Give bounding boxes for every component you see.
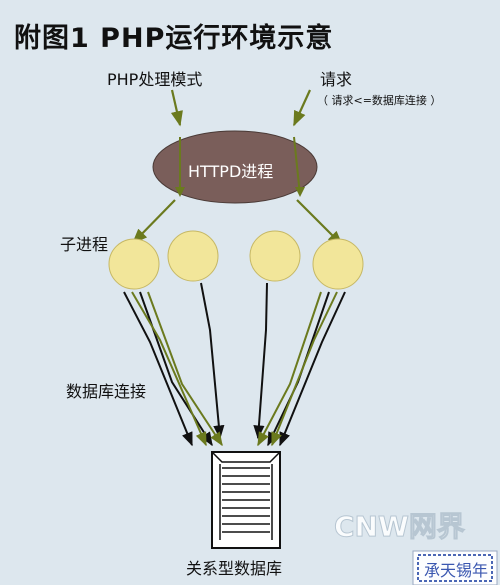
child-process-3 bbox=[249, 230, 301, 282]
php-mode-label: PHP处理模式 bbox=[107, 70, 203, 89]
req-4a bbox=[257, 291, 322, 447]
conn-4a bbox=[267, 291, 330, 447]
child-process-label: 子进程 bbox=[60, 235, 109, 254]
request-through-line bbox=[293, 136, 301, 196]
child-process-1 bbox=[108, 238, 160, 290]
svg-text:承天锡年: 承天锡年 bbox=[424, 561, 488, 580]
db-connection-label: 数据库连接 bbox=[66, 382, 147, 401]
figure-title: 附图1 PHP运行环境示意 bbox=[14, 23, 334, 54]
relational-db-label: 关系型数据库 bbox=[186, 559, 283, 578]
req-1a bbox=[131, 291, 207, 447]
conn-2 bbox=[200, 282, 225, 440]
req-1b bbox=[147, 291, 223, 447]
child-process-2 bbox=[167, 230, 219, 282]
request-through-arrowhead bbox=[295, 187, 305, 197]
mode-arrow bbox=[170, 89, 183, 127]
request-label: 请求 bbox=[320, 70, 353, 89]
request-arrow bbox=[292, 89, 312, 127]
conn-1a bbox=[123, 291, 193, 447]
conn-4b bbox=[279, 291, 346, 447]
database-icon bbox=[211, 451, 281, 549]
httpd-process-label: HTTPD进程 bbox=[188, 162, 274, 181]
req-4b bbox=[271, 291, 338, 447]
httpd-to-child-1-arrow bbox=[131, 199, 176, 245]
conn-1b bbox=[139, 291, 213, 447]
watermark-brand: CNW网界 bbox=[334, 510, 465, 543]
httpd-process-node bbox=[152, 130, 318, 204]
mode-through-arrowhead bbox=[175, 187, 185, 197]
httpd-to-child-4-arrow bbox=[296, 199, 344, 247]
conn-3 bbox=[253, 282, 268, 440]
request-note-label: （ 请求<=数据库连接 ） bbox=[317, 94, 442, 107]
stamp-logo: 承天锡年 bbox=[412, 550, 498, 585]
child-process-4 bbox=[312, 238, 364, 290]
